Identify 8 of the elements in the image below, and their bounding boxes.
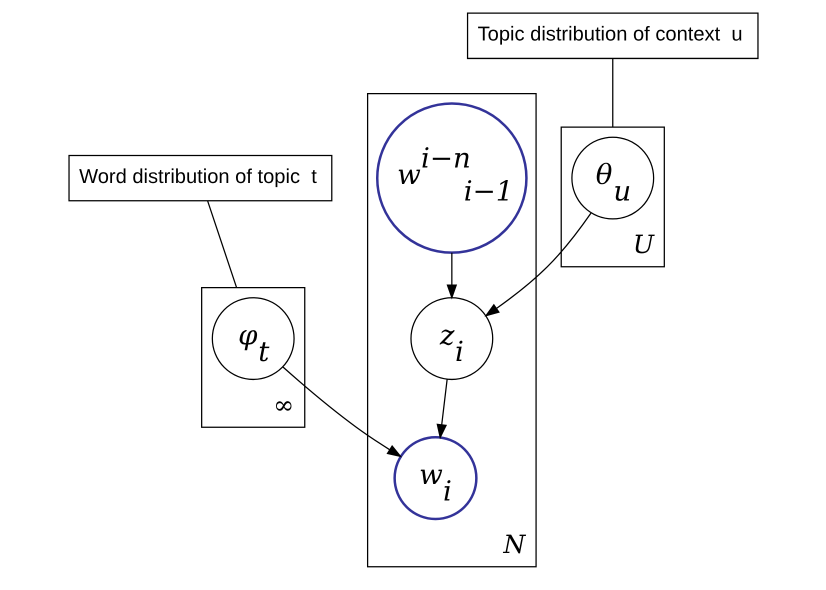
connector	[612, 58, 613, 128]
node-box: Word distribution of topic t	[68, 154, 332, 202]
connector	[206, 200, 237, 288]
arrow	[436, 379, 448, 440]
arrow	[446, 252, 457, 300]
node-box: Topic distribution of context u	[466, 12, 758, 60]
arrow	[282, 366, 402, 458]
arrow	[484, 212, 591, 317]
